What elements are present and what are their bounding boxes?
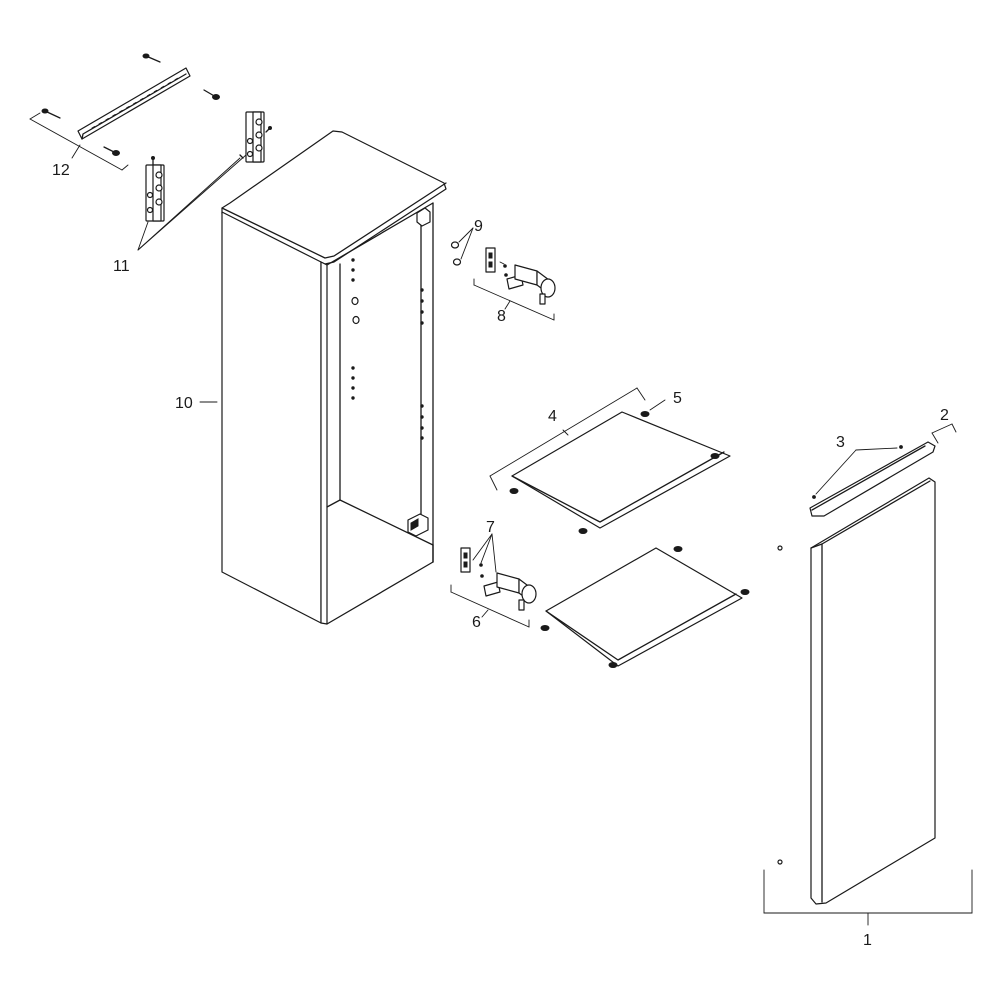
hinge-set-lower <box>450 533 537 628</box>
cabinet-door <box>777 477 936 905</box>
leader-5 <box>649 399 666 411</box>
hinge-set-upper <box>473 247 556 321</box>
screw <box>203 89 220 100</box>
shelf-pin-holes <box>351 258 424 440</box>
callout-10: 10 <box>175 395 193 412</box>
callout-1: 1 <box>863 932 872 949</box>
leader-1 <box>763 869 973 926</box>
callout-8: 8 <box>497 308 506 325</box>
screw <box>142 53 161 63</box>
callout-9: 9 <box>474 218 483 235</box>
callout-4: 4 <box>548 408 557 425</box>
wall-rail-kit <box>29 53 220 171</box>
hanging-bracket-right <box>239 111 272 163</box>
callout-2: 2 <box>940 407 949 424</box>
door-handle <box>809 441 936 517</box>
glass-shelf-upper <box>509 411 731 534</box>
callout-12: 12 <box>52 162 70 179</box>
leader-11 <box>137 154 247 251</box>
callout-11: 11 <box>113 258 130 275</box>
callout-6: 6 <box>472 614 481 631</box>
screw <box>103 146 120 156</box>
callout-7: 7 <box>486 519 495 536</box>
screw <box>41 108 61 119</box>
callout-labels: 1 2 3 4 5 6 7 8 9 10 11 12 <box>52 162 949 949</box>
callout-5: 5 <box>673 390 682 407</box>
bumpers <box>450 227 474 266</box>
leader-2 <box>931 423 957 444</box>
hanging-bracket-left <box>145 156 165 222</box>
glass-shelf-lower <box>540 546 750 668</box>
callout-3: 3 <box>836 434 845 451</box>
cabinet-carcass <box>221 130 447 625</box>
leader-4 <box>489 387 646 491</box>
